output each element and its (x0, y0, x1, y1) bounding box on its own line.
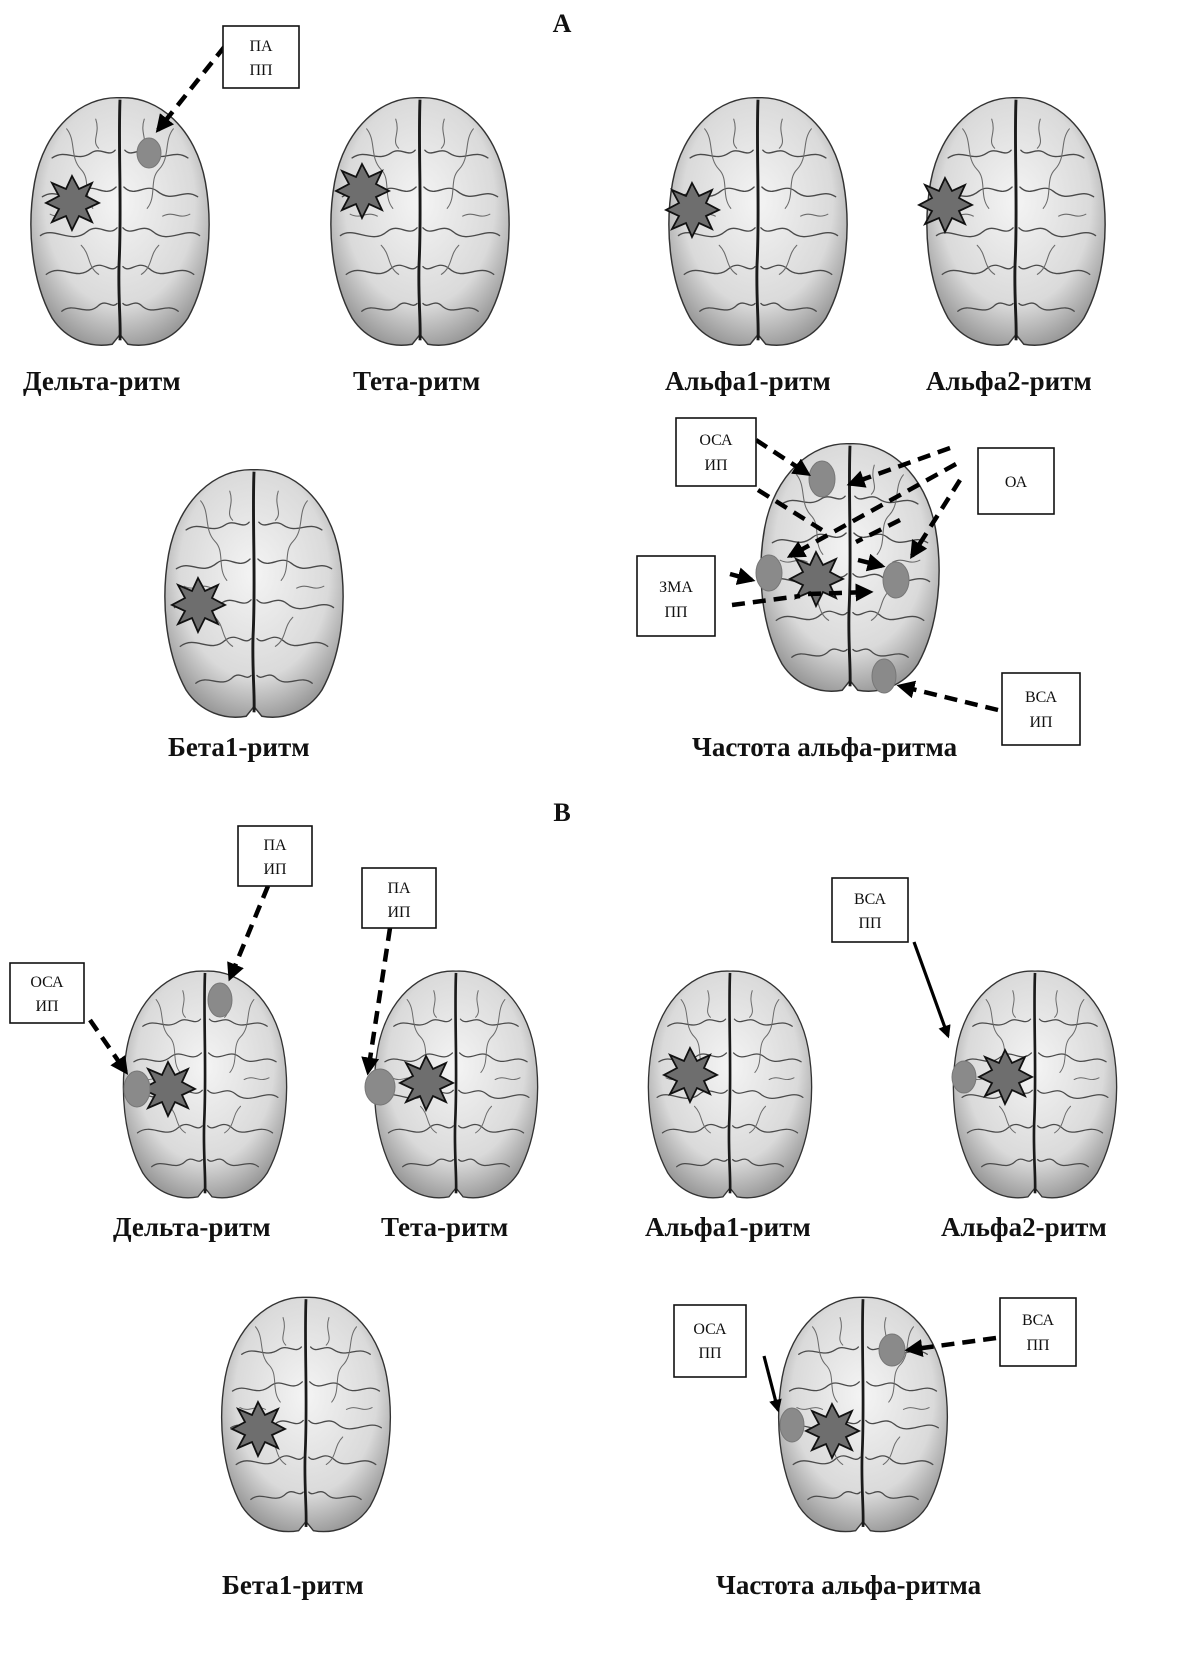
label-alpha1-b: Альфа1-ритм (645, 1212, 811, 1242)
svg-text:ПП: ПП (664, 604, 688, 621)
svg-text:ОСА: ОСА (699, 432, 733, 449)
brain-delta-b (123, 971, 286, 1198)
brain-theta-a (331, 98, 509, 346)
label-alpha-freq-a: Частота альфа-ритма (692, 732, 958, 762)
brain-alpha2-a (919, 98, 1105, 346)
label-delta-a: Дельта-ритм (23, 366, 181, 396)
svg-text:ПА: ПА (387, 880, 411, 897)
region-spot (809, 461, 835, 497)
svg-text:ПА: ПА (249, 38, 273, 55)
region-spot (137, 138, 161, 168)
svg-text:ВСА: ВСА (1025, 689, 1058, 706)
activation-star-icon (664, 1048, 717, 1102)
region-spot (872, 659, 896, 693)
box-b-alpha2-vsa: ВСА ПП (832, 878, 908, 942)
svg-text:ПА: ПА (263, 837, 287, 854)
svg-text:ОСА: ОСА (693, 1321, 727, 1338)
box-a-freq-oa: ОА (978, 448, 1054, 514)
region-spot (952, 1061, 976, 1093)
arrow-b-freq-osa (764, 1356, 778, 1410)
activation-star-icon (172, 578, 225, 632)
box-b-freq-osa: ОСА ПП (674, 1305, 746, 1377)
box-a-freq-osa: ОСА ИП (676, 418, 756, 486)
box-a-freq-zma: ЗМА ПП (637, 556, 715, 636)
region-spot (208, 983, 232, 1017)
brain-beta1-b (222, 1297, 391, 1531)
activation-star-icon (46, 176, 99, 230)
svg-text:ПП: ПП (858, 915, 882, 932)
activation-star-icon (979, 1050, 1032, 1104)
svg-text:ОА: ОА (1005, 474, 1028, 491)
brain-alpha1-a (666, 98, 847, 346)
brain-beta1-a (165, 470, 343, 718)
region-spot (756, 555, 782, 591)
label-alpha1-a: Альфа1-ритм (665, 366, 831, 396)
svg-text:ИП: ИП (1029, 714, 1053, 731)
region-spot (883, 562, 909, 598)
svg-text:ПП: ПП (249, 62, 273, 79)
region-spot (124, 1071, 150, 1107)
arrow-b-delta-osa (90, 1020, 126, 1072)
box-b-freq-vsa: ВСА ПП (1000, 1298, 1076, 1366)
arrow-b-alpha2-vsa (914, 942, 948, 1036)
arrow-a-delta-pa (158, 46, 225, 130)
label-beta1-b: Бета1-ритм (222, 1570, 364, 1600)
svg-text:ВСА: ВСА (854, 891, 887, 908)
svg-text:ИП: ИП (387, 904, 411, 921)
brain-alpha-freq-a (756, 444, 939, 693)
svg-text:ПП: ПП (1026, 1337, 1050, 1354)
activation-star-icon (336, 164, 389, 218)
label-alpha2-a: Альфа2-ритм (926, 366, 1092, 396)
svg-text:ЗМА: ЗМА (659, 579, 693, 596)
section-label-b: B (553, 798, 570, 827)
brain-delta-a (31, 98, 209, 346)
label-delta-b: Дельта-ритм (113, 1212, 271, 1242)
arrow-b-delta-pa (230, 886, 268, 978)
label-theta-a: Тета-ритм (353, 366, 480, 396)
svg-text:ОСА: ОСА (30, 974, 64, 991)
brain-theta-b (365, 971, 538, 1198)
label-alpha2-b: Альфа2-ритм (941, 1212, 1107, 1242)
activation-star-icon (232, 1402, 285, 1456)
svg-text:ИП: ИП (263, 861, 287, 878)
activation-star-icon (806, 1404, 859, 1458)
brain-alpha-freq-b (779, 1297, 948, 1531)
box-b-delta-pa: ПА ИП (238, 826, 312, 886)
box-b-theta-pa: ПА ИП (362, 868, 436, 928)
activation-star-icon (400, 1056, 453, 1110)
box-a-delta-pa: ПА ПП (223, 26, 299, 88)
svg-text:ИП: ИП (704, 457, 728, 474)
box-a-freq-vsa: ВСА ИП (1002, 673, 1080, 745)
brain-alpha2-b (952, 971, 1117, 1198)
region-spot (780, 1408, 804, 1442)
label-theta-b: Тета-ритм (381, 1212, 508, 1242)
activation-star-icon (919, 178, 972, 232)
label-beta1-a: Бета1-ритм (168, 732, 310, 762)
svg-text:ИП: ИП (35, 998, 59, 1015)
label-alpha-freq-b: Частота альфа-ритма (716, 1570, 982, 1600)
section-label-a: A (553, 9, 572, 38)
region-spot (365, 1069, 395, 1105)
activation-star-icon (666, 183, 719, 237)
svg-text:ВСА: ВСА (1022, 1312, 1055, 1329)
svg-text:ПП: ПП (698, 1345, 722, 1362)
brain-alpha1-b (648, 971, 811, 1198)
region-spot (879, 1334, 905, 1366)
box-b-delta-osa: ОСА ИП (10, 963, 84, 1023)
